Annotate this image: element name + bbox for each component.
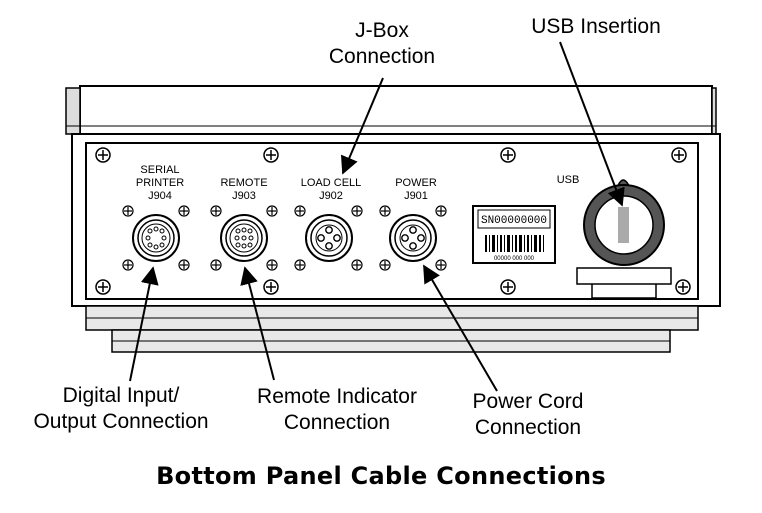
serial-printer-connector-icon [132,214,180,262]
screw-icon [351,259,363,271]
remote-arrow [240,266,275,381]
panel-screws [95,147,691,295]
screw-icon [379,205,391,217]
serial-label-jack: J904 [148,190,172,202]
power-label-line1: POWER [395,177,437,189]
screw-icon [675,279,691,295]
load-cell-label-line1: LOAD CELL [301,177,362,189]
serial-number-sticker: SN00000000 00000 000 000 [472,205,556,264]
power-label-jack: J901 [404,190,428,202]
jbox-arrow [340,77,384,175]
power-callout-line2: Connection [474,416,582,439]
screw-icon [266,205,278,217]
remote-callout-line2: Connection [283,411,391,434]
jbox-callout-line2: Connection [328,45,436,68]
barcode-number-text: 00000 000 000 [494,256,535,262]
serial-number-text: SN00000000 [481,215,547,227]
remote-label-jack: J903 [232,190,256,202]
power-arrow [423,264,498,392]
power-callout-line1: Power Cord [472,390,584,413]
load-cell-label-jack: J902 [319,190,343,202]
screw-icon [122,259,134,271]
screw-icon [122,205,134,217]
screw-icon [263,147,279,163]
load-cell-connector-icon [305,214,353,262]
screw-icon [266,259,278,271]
barcode-icon [485,235,544,252]
screw-icon [210,259,222,271]
digital-callout-line1: Digital Input/ [62,384,180,407]
callout-arrows [129,41,625,392]
screw-icon [500,147,516,163]
screw-icon [294,259,306,271]
screw-icon [351,205,363,217]
usb-arrow [559,41,625,207]
usb-label: USB [557,174,580,186]
screw-icon [178,205,190,217]
screw-icon [294,205,306,217]
screw-icon [435,259,447,271]
jbox-callout-line1: J-Box [355,19,409,42]
connector-screws [122,205,447,271]
jbox-callout: J-Box Connection [320,18,444,70]
screw-icon [671,147,687,163]
screw-icon [379,259,391,271]
usb-callout-line1: USB Insertion [531,15,661,38]
screw-icon [263,279,279,295]
remote-label-line1: REMOTE [220,177,267,189]
screw-icon [95,147,111,163]
power-connector-icon [389,214,437,262]
screw-icon [210,205,222,217]
serial-label-line1: SERIAL [140,164,179,176]
screw-icon [500,279,516,295]
digital-arrow [129,266,159,382]
remote-indicator-callout: Remote Indicator Connection [244,384,430,436]
digital-io-callout: Digital Input/ Output Connection [18,383,224,435]
usb-callout: USB Insertion [520,14,672,40]
digital-callout-line2: Output Connection [33,410,209,433]
figure-caption: Bottom Panel Cable Connections [156,462,606,490]
screw-icon [435,205,447,217]
serial-label-line2: PRINTER [136,177,184,189]
screw-icon [95,279,111,295]
screw-icon [178,259,190,271]
remote-callout-line1: Remote Indicator [257,385,417,408]
power-cord-callout: Power Cord Connection [460,389,596,441]
connector-labels: SERIAL PRINTER J904 REMOTE J903 LOAD CEL… [136,164,579,202]
remote-connector-icon [220,214,268,262]
